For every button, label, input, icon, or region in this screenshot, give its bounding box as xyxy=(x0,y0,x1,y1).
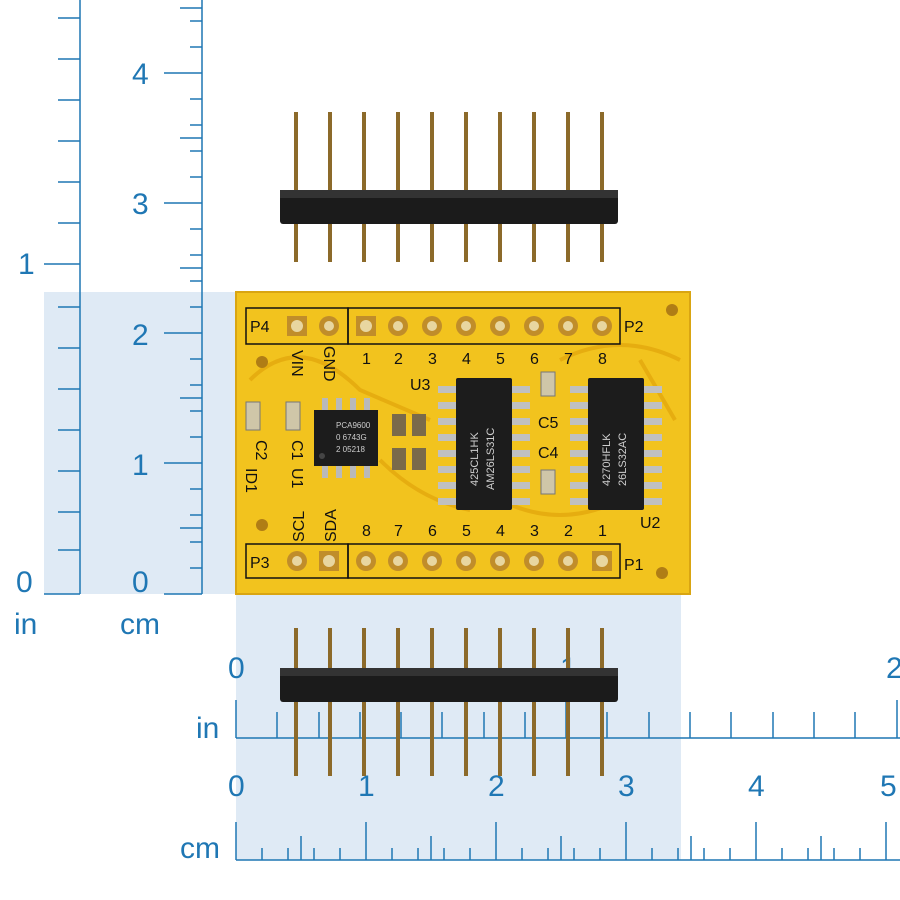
top-pin-number: 3 xyxy=(428,351,437,368)
bottom-pin-header xyxy=(280,628,618,776)
resistor xyxy=(412,448,426,470)
top-pin-number: 7 xyxy=(564,351,573,368)
label-u3: U3 xyxy=(410,377,431,394)
mount-hole xyxy=(256,356,268,368)
label-p2: P2 xyxy=(624,319,644,336)
bottom-pin-number: 7 xyxy=(394,523,403,540)
bottom-pin-number: 5 xyxy=(462,523,471,540)
top-pin-number: 2 xyxy=(394,351,403,368)
bottom-pin-number: 3 xyxy=(530,523,539,540)
bottom-ruler xyxy=(235,700,900,861)
capacitor-c1 xyxy=(285,401,301,431)
u2-marking-1: 4270HFLK xyxy=(601,433,613,486)
label-p4: P4 xyxy=(250,319,270,336)
bottom-cm-label-5: 5 xyxy=(880,770,897,803)
left-cm-label-4: 4 xyxy=(132,58,149,91)
header-body xyxy=(280,668,618,702)
resistor xyxy=(392,414,406,436)
left-in-label-0: 0 xyxy=(16,566,33,599)
bottom-cm-label-2: 2 xyxy=(488,770,505,803)
silkscreen-boxes xyxy=(245,307,621,579)
label-gnd: GND xyxy=(320,346,337,382)
header-pins xyxy=(294,112,604,262)
u1-marking-1: PCA9600 xyxy=(336,421,371,430)
left-cm-label-3: 3 xyxy=(132,188,149,221)
label-c2: C2 xyxy=(252,440,269,461)
top-pin-number: 4 xyxy=(462,351,471,368)
pcb-board: P4 P2 P3 P1 VIN GND SCL SDA U3 U2 U1 C1 … xyxy=(235,291,691,595)
left-ruler xyxy=(44,0,203,595)
left-cm-label-2: 2 xyxy=(132,319,149,352)
left-in-label-1: 1 xyxy=(18,248,35,281)
bottom-pin-number: 2 xyxy=(564,523,573,540)
u1-marking-2: 0 6743G xyxy=(336,433,367,442)
header-body xyxy=(280,190,618,224)
bottom-in-label-0: 0 xyxy=(228,652,245,685)
bottom-pin-number: 6 xyxy=(428,523,437,540)
bottom-cm-label-3: 3 xyxy=(618,770,635,803)
bottom-cm-label-4: 4 xyxy=(748,770,765,803)
top-pin-header xyxy=(280,112,618,262)
bottom-unit-cm: cm xyxy=(180,832,220,865)
mount-hole xyxy=(256,519,268,531)
chip-u3: 425CL1HK AM26LS31C xyxy=(438,378,530,510)
u2-marking-2: 26LS32AC xyxy=(617,433,629,486)
chip-u1: PCA9600 0 6743G 2 05218 xyxy=(314,398,378,478)
top-pin-number: 6 xyxy=(530,351,539,368)
label-u2: U2 xyxy=(640,515,661,532)
bottom-pin-number: 4 xyxy=(496,523,505,540)
bottom-pin-number: 1 xyxy=(598,523,607,540)
top-pin-number: 5 xyxy=(496,351,505,368)
bottom-cm-label-0: 0 xyxy=(228,770,245,803)
resistor xyxy=(392,448,406,470)
top-pads xyxy=(287,316,612,336)
capacitor-c2 xyxy=(245,401,261,431)
label-sda: SDA xyxy=(323,509,340,542)
label-c1: C1 xyxy=(288,440,305,461)
bottom-cm-label-1: 1 xyxy=(358,770,375,803)
label-c5: C5 xyxy=(538,415,559,432)
left-ruler-shade xyxy=(44,292,238,594)
left-cm-label-1: 1 xyxy=(132,449,149,482)
resistor xyxy=(412,414,426,436)
mount-hole xyxy=(656,567,668,579)
label-c4: C4 xyxy=(538,445,559,462)
label-scl: SCL xyxy=(291,511,308,542)
top-pin-number: 1 xyxy=(362,351,371,368)
label-vin: VIN xyxy=(288,350,305,377)
bottom-ruler-shade xyxy=(236,594,681,860)
left-unit-in: in xyxy=(14,608,37,641)
bottom-unit-in: in xyxy=(196,712,219,745)
u3-marking-2: AM26LS31C xyxy=(485,428,497,490)
left-cm-label-0: 0 xyxy=(132,566,149,599)
left-unit-cm: cm xyxy=(120,608,160,641)
capacitor-c4 xyxy=(540,469,556,495)
label-id1: ID1 xyxy=(242,468,259,493)
top-pin-number: 8 xyxy=(598,351,607,368)
chip-u2: 4270HFLK 26LS32AC xyxy=(570,378,662,510)
label-p1: P1 xyxy=(624,557,644,574)
label-u1: U1 xyxy=(288,468,305,489)
bottom-in-label-2: 2 xyxy=(886,652,900,685)
mount-hole xyxy=(666,304,678,316)
u1-marking-3: 2 05218 xyxy=(336,445,365,454)
bottom-pads xyxy=(287,551,612,571)
capacitor-c5 xyxy=(540,371,556,397)
u3-marking-1: 425CL1HK xyxy=(469,432,481,486)
bottom-pin-number: 8 xyxy=(362,523,371,540)
label-p3: P3 xyxy=(250,555,270,572)
